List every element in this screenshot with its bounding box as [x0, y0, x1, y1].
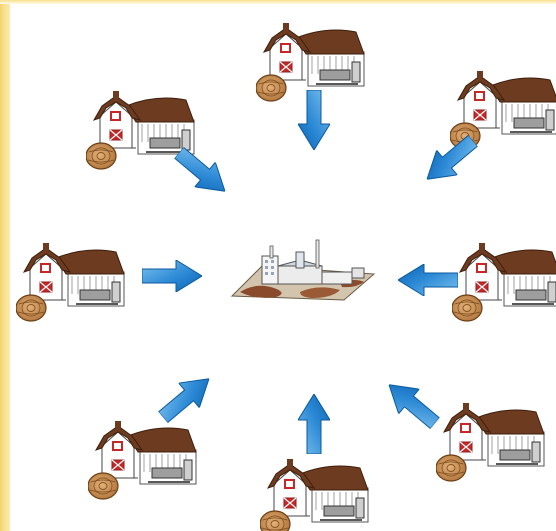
arrow-from-right: [398, 264, 458, 296]
farm-top: [256, 23, 364, 101]
processing-plant-icon: [232, 240, 374, 300]
farm-bottom-left: [88, 421, 196, 499]
farm-right: [452, 243, 556, 321]
farm-left: [16, 243, 124, 321]
arrow-from-bottom: [298, 394, 330, 454]
arrow-from-bottom-left: [153, 366, 220, 429]
arrow-from-bottom-right: [379, 372, 446, 435]
arrow-from-left: [142, 260, 202, 292]
farm-bottom-right: [436, 403, 544, 481]
arrow-from-top: [298, 90, 330, 150]
farm-bottom: [260, 459, 368, 531]
